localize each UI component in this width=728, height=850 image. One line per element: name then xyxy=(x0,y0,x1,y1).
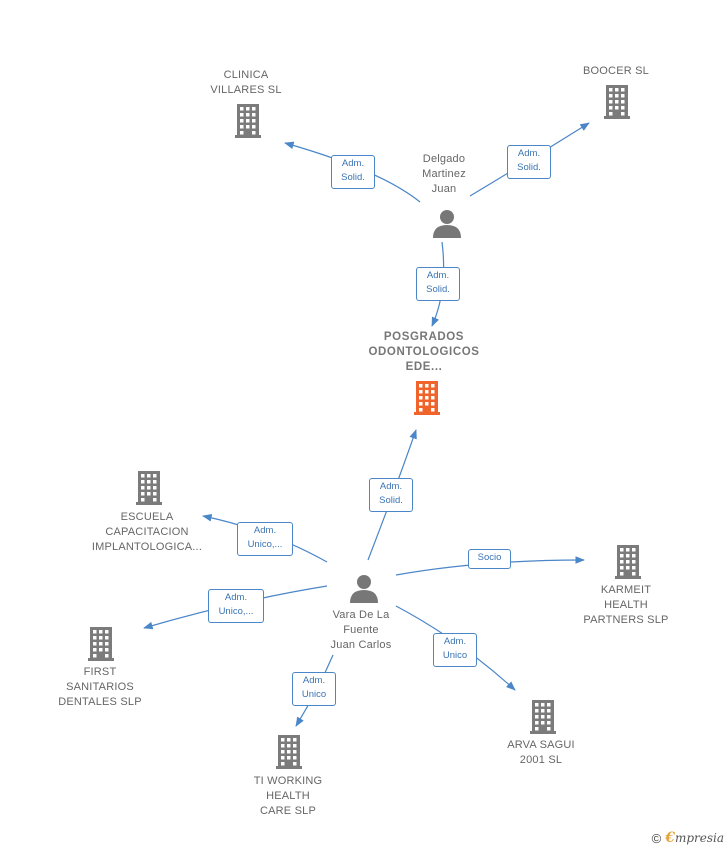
edge-label-vara-to-escuela[interactable]: Adm. Unico,... xyxy=(237,522,293,556)
delgado-person-icon[interactable] xyxy=(433,210,461,238)
node-label-escuela[interactable]: ESCUELA CAPACITACION IMPLANTOLOGICA... xyxy=(91,510,203,553)
edge-label-vara-to-arva[interactable]: Adm. Unico xyxy=(433,633,477,667)
node-label-first[interactable]: FIRST SANITARIOS DENTALES SLP xyxy=(58,665,142,708)
main-building-icon[interactable] xyxy=(414,381,440,415)
node-label-arva[interactable]: ARVA SAGUI 2001 SL xyxy=(507,739,575,766)
node-label-delgado[interactable]: Delgado Martinez Juan xyxy=(422,152,466,195)
arva-building-icon[interactable] xyxy=(530,700,556,734)
vara-person-icon[interactable] xyxy=(350,575,378,603)
edge-label-vara-to-tiworking[interactable]: Adm. Unico xyxy=(292,672,336,706)
tiworking-building-icon[interactable] xyxy=(276,735,302,769)
edge-label-delgado-to-main[interactable]: Adm. Solid. xyxy=(416,267,460,301)
node-label-main[interactable]: POSGRADOS ODONTOLOGICOS EDE... xyxy=(368,330,480,373)
edge-label-vara-to-karmeit[interactable]: Socio xyxy=(468,549,511,569)
first-building-icon[interactable] xyxy=(88,627,114,661)
boocer-building-icon[interactable] xyxy=(604,85,630,119)
node-label-vara[interactable]: Vara De La Fuente Juan Carlos xyxy=(330,608,392,651)
node-label-clinica[interactable]: CLINICA VILLARES SL xyxy=(210,69,282,96)
edge-label-vara-to-first[interactable]: Adm. Unico,... xyxy=(208,589,264,623)
edge-label-delgado-to-boocer[interactable]: Adm. Solid. xyxy=(507,145,551,179)
karmeit-building-icon[interactable] xyxy=(615,545,641,579)
footer-brand: © €mpresia xyxy=(652,830,724,846)
clinica-building-icon[interactable] xyxy=(235,104,261,138)
copyright-icon: © xyxy=(651,830,662,846)
node-label-boocer[interactable]: BOOCER SL xyxy=(583,64,649,77)
edge-label-delgado-to-clinica[interactable]: Adm. Solid. xyxy=(331,155,375,189)
node-label-tiworking[interactable]: TI WORKING HEALTH CARE SLP xyxy=(253,774,323,817)
node-label-karmeit[interactable]: KARMEIT HEALTH PARTNERS SLP xyxy=(583,583,669,626)
brand-logo[interactable]: €mpresia xyxy=(665,830,724,846)
edge-label-vara-to-main[interactable]: Adm. Solid. xyxy=(369,478,413,512)
escuela-building-icon[interactable] xyxy=(136,471,162,505)
